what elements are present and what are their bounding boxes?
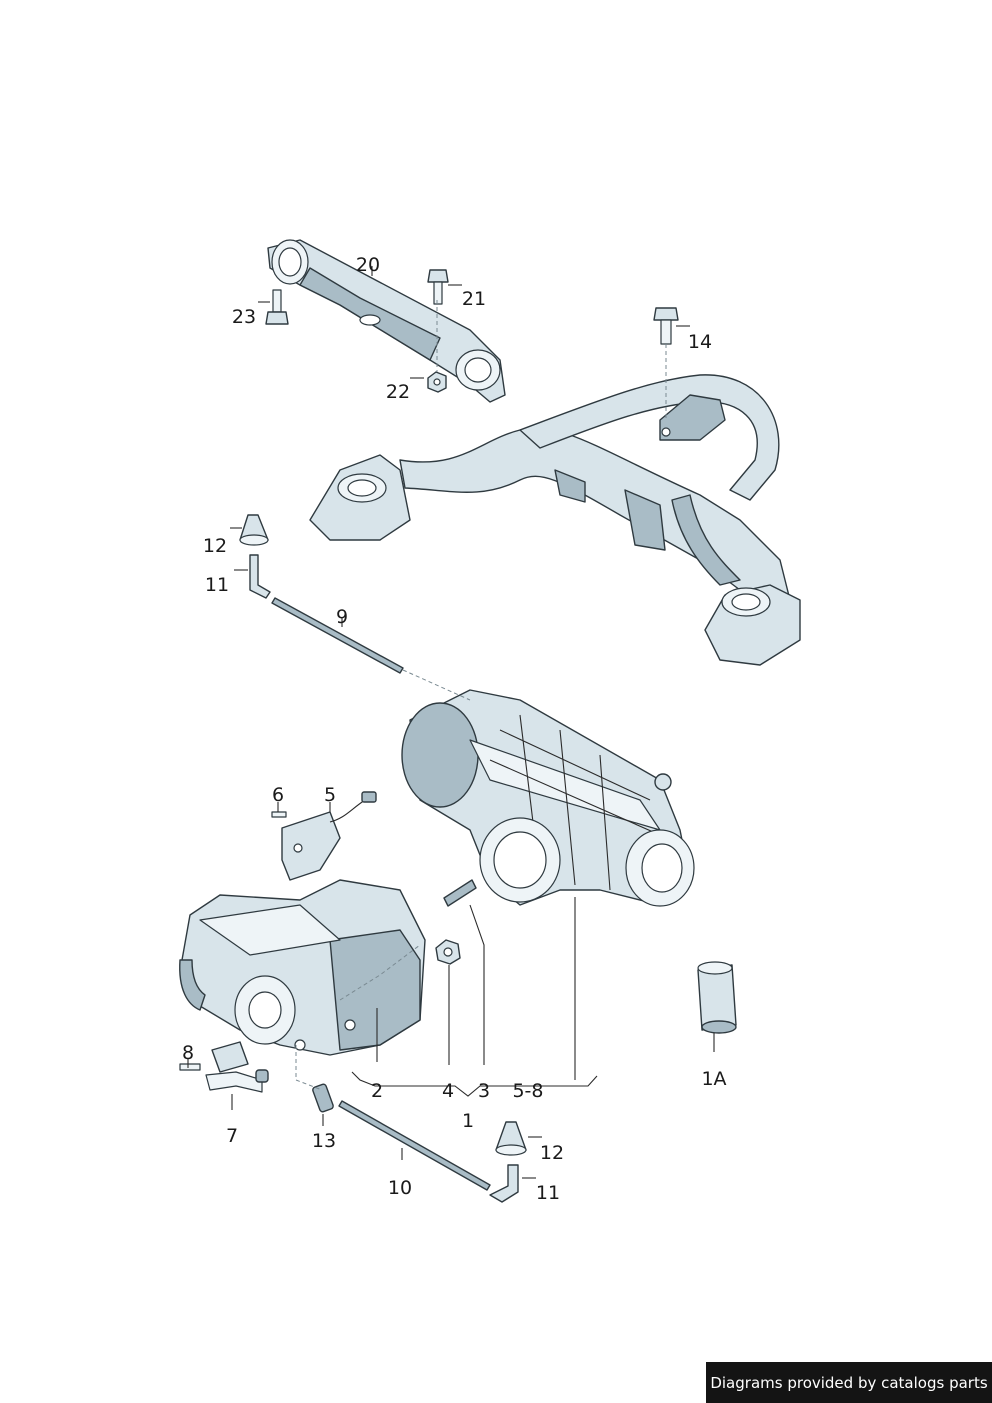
stud-part-3 [443, 879, 477, 907]
nut-part-4 [435, 939, 461, 965]
callout-1a: 1A [701, 1068, 726, 1090]
oil-container-part-1a [697, 961, 737, 1034]
bracket-part-7 [205, 1069, 269, 1093]
callout-1: 1 [462, 1110, 474, 1132]
callout-4: 4 [442, 1080, 454, 1102]
callout-20: 20 [356, 254, 380, 276]
callout-8: 8 [182, 1042, 194, 1064]
elbow-hose-part-11-upper [249, 554, 271, 599]
callout-14: 14 [688, 331, 712, 353]
callout-5: 5 [324, 784, 336, 806]
credit-banner: Diagrams provided by catalogs parts [706, 1362, 992, 1403]
alignment-lines [295, 300, 667, 1091]
callout-7: 7 [226, 1125, 238, 1147]
callout-23: 23 [232, 306, 256, 328]
callout-12-upper: 12 [203, 535, 227, 557]
callout-9: 9 [336, 606, 348, 628]
callout-5-8: 5-8 [512, 1080, 543, 1102]
callout-labels: 20 21 23 22 14 12 11 9 6 5 2 4 3 5-8 1 1… [182, 254, 727, 1204]
callout-21: 21 [462, 288, 486, 310]
bolt-part-21 [427, 269, 449, 305]
callout-10: 10 [388, 1177, 412, 1199]
callout-13: 13 [312, 1130, 336, 1152]
supercharger-housing [401, 689, 695, 907]
bracket-part-20 [267, 239, 506, 403]
credit-text: Diagrams provided by catalogs parts [710, 1373, 988, 1392]
callout-2: 2 [371, 1080, 383, 1102]
elbow-hose-part-11-lower [489, 1164, 519, 1203]
leader-lines [187, 266, 715, 1179]
screw-part-6 [271, 811, 287, 818]
rod-part-10 [338, 1100, 491, 1191]
callout-6: 6 [272, 784, 284, 806]
callout-22: 22 [386, 381, 410, 403]
connector-part-13 [312, 1083, 334, 1113]
callout-11-upper: 11 [205, 574, 229, 596]
cap-part-12-upper [239, 514, 269, 546]
carrier-frame [309, 374, 801, 666]
bolt-part-23 [265, 289, 289, 325]
rod-part-9 [271, 597, 404, 674]
callout-11-lower: 11 [536, 1182, 560, 1204]
callout-12-lower: 12 [540, 1142, 564, 1164]
bolt-part-14 [653, 307, 679, 345]
cap-part-12-lower [495, 1121, 527, 1156]
valve-part-8 [179, 1041, 249, 1073]
nut-part-22 [427, 371, 447, 393]
throttle-body-part-2 [179, 879, 426, 1056]
rib-grid [489, 714, 661, 891]
callout-3: 3 [478, 1080, 490, 1102]
